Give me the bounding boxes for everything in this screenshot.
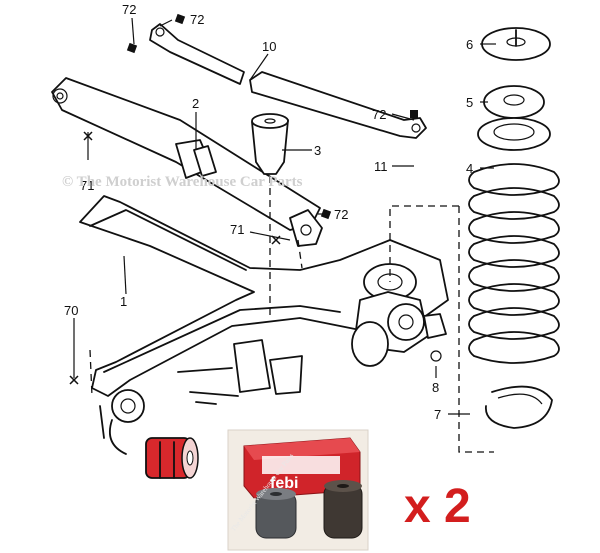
assembly-guide-lines [89,176,494,453]
callout-7: 7 [434,407,441,422]
callout-6: 6 [466,37,473,52]
callout-72-d: 72 [334,207,348,222]
callout-72-c: 72 [372,107,386,122]
callout-70: 70 [64,303,78,318]
callout-8: 8 [432,380,439,395]
callout-2: 2 [192,96,199,111]
box-brand-label: febi [270,475,298,492]
callout-72-b: 72 [190,12,204,27]
upper-link-arm [149,23,427,139]
callout-71-a: 71 [80,178,94,193]
cross-markers [69,131,281,385]
callout-72-a: 72 [122,2,136,17]
axle-carrier-beam [79,195,449,405]
leader-lines [73,17,496,415]
bump-stop [251,113,289,175]
product-photo: febi The Motorist Warehouse Car Parts [227,429,369,551]
callout-4: 4 [466,161,473,176]
callout-71-b: 71 [230,222,244,237]
callout-3: 3 [314,143,321,158]
front-pivot-bushing-highlight [99,389,199,479]
nut-markers [126,13,418,220]
callout-10: 10 [262,39,276,54]
quantity-label: x 2 [404,480,471,533]
callout-11: 11 [374,159,388,174]
spring-assembly [468,27,560,429]
bushing-dark-icon [323,483,363,539]
trailing-arm-upper [51,77,323,247]
callout-1: 1 [120,294,127,309]
copyright-watermark: © The Motorist Warehouse Car Parts [62,174,303,190]
callout-5: 5 [466,95,473,110]
callout-labels: 72 72 10 6 2 5 72 3 4 11 71 72 71 1 70 8… [64,2,473,422]
